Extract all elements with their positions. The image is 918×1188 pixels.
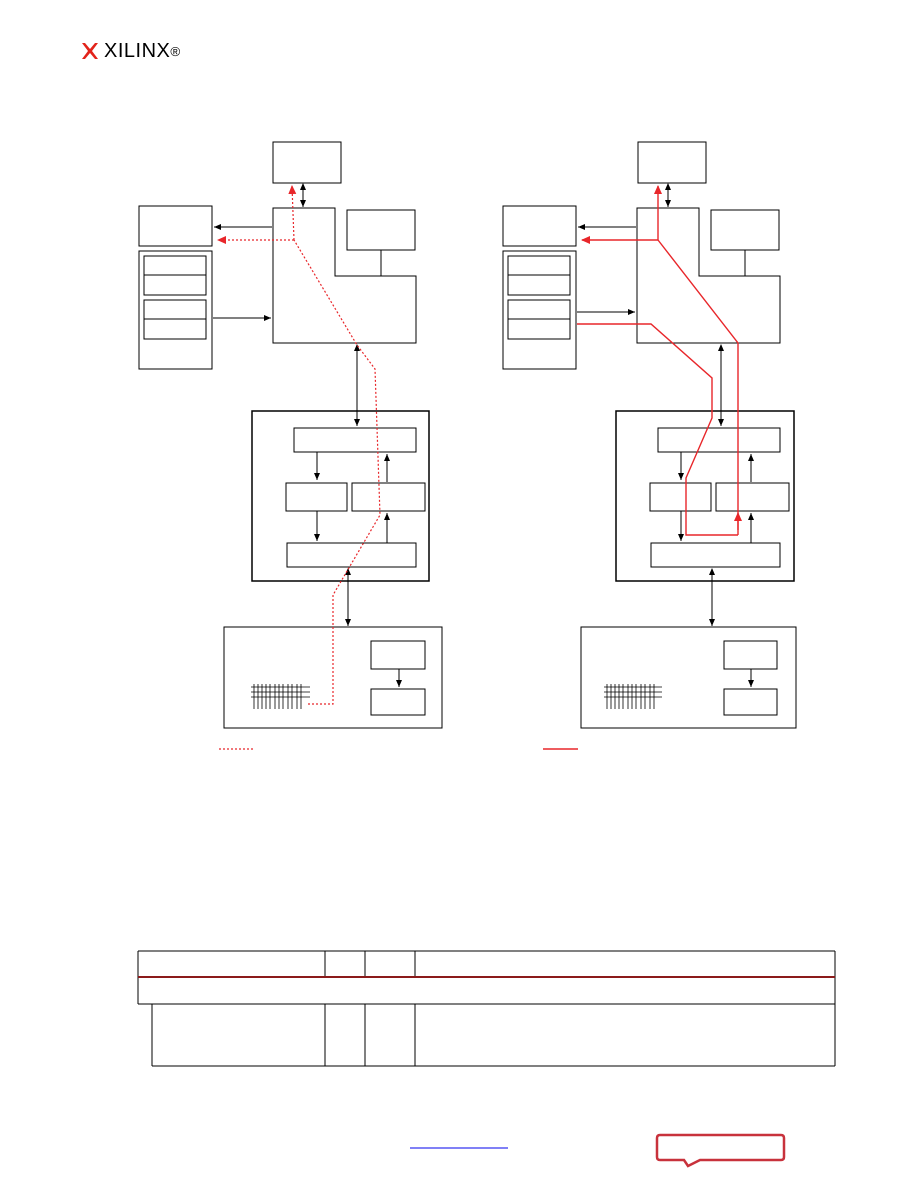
logo-text: XILINX — [104, 39, 171, 62]
right-mid-box-b — [715, 482, 790, 512]
left-side-sub-4 — [143, 318, 207, 340]
left-dotted-path — [217, 185, 381, 705]
left-top-block — [272, 141, 342, 184]
right-side-sub-1 — [507, 255, 571, 276]
right-side-sub-4 — [507, 318, 571, 340]
right-mid-box-a — [649, 482, 712, 512]
right-bottom-box-top — [723, 640, 778, 670]
left-main-block — [272, 207, 417, 344]
left-mid-box-b — [351, 482, 426, 512]
right-bottom-container — [580, 626, 797, 729]
right-side-block-top — [502, 205, 577, 247]
right-barcode-glyph — [604, 684, 662, 709]
left-mid-top-bar — [293, 427, 417, 453]
registered-mark: ® — [170, 43, 181, 59]
right-bottom-box-low — [723, 688, 778, 716]
left-main-side-block — [346, 209, 416, 251]
left-mid-box-a — [285, 482, 348, 512]
right-mid-top-bar — [657, 427, 781, 453]
right-side-block-tall — [502, 250, 577, 370]
left-side-sub-2 — [143, 274, 207, 296]
left-mid-bottom-bar — [286, 542, 417, 568]
right-main-block — [636, 207, 781, 344]
right-mid-bottom-bar — [650, 542, 781, 568]
feedback-bubble-icon[interactable] — [655, 1133, 786, 1168]
right-solid-path — [577, 185, 742, 536]
xilinx-x-mark-icon — [82, 43, 98, 59]
left-side-block-tall — [138, 250, 213, 370]
right-side-sub-2 — [507, 274, 571, 296]
feedback-badge[interactable] — [655, 1133, 786, 1168]
right-top-block — [637, 141, 707, 184]
left-side-sub-1 — [143, 255, 207, 276]
right-side-sub-3 — [507, 299, 571, 320]
xilinx-logo: XILINX® — [80, 38, 180, 64]
left-side-block-top — [138, 205, 213, 247]
right-main-side-block — [710, 209, 780, 251]
right-panel — [502, 141, 797, 729]
left-middle-container — [251, 410, 430, 582]
left-side-sub-3 — [143, 299, 207, 320]
left-barcode-glyph — [251, 684, 310, 709]
left-bottom-box-low — [370, 688, 426, 716]
right-middle-container — [615, 410, 795, 582]
left-bottom-container — [223, 626, 443, 729]
left-panel — [138, 141, 443, 729]
left-bottom-box-top — [370, 640, 426, 670]
table — [137, 950, 836, 1067]
